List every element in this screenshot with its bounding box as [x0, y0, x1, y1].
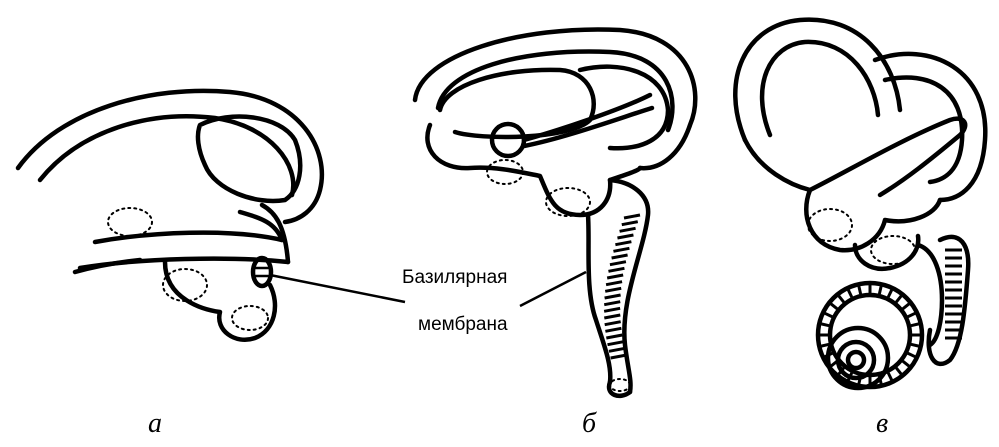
coil-tick: [839, 296, 844, 302]
panel-v-drawing: [735, 20, 985, 388]
coil-tick: [908, 353, 915, 356]
label-leader-line-a: [270, 275, 405, 302]
basilar-tick: [605, 322, 621, 325]
basilar-tick: [620, 228, 636, 231]
basilar-membrane-label-line1: Базилярная: [402, 267, 507, 288]
basilar-tick: [608, 268, 624, 271]
panel-a-caption: а: [148, 408, 162, 439]
coil-tick: [821, 344, 829, 346]
coil-tick: [879, 286, 881, 294]
basilar-tick: [609, 348, 625, 351]
basilar-tick: [624, 215, 640, 218]
basilar-tick: [606, 335, 622, 338]
panel-b-drawing: [415, 29, 695, 395]
basilar-tick: [606, 282, 622, 285]
coil-tick: [911, 324, 919, 326]
basilar-tick: [612, 255, 628, 258]
coil-tick: [879, 376, 881, 384]
basilar-tick: [622, 222, 638, 225]
basilar-tick: [604, 308, 620, 311]
basilar-tick: [604, 302, 620, 305]
basilar-tick: [615, 242, 631, 245]
coil-tick: [903, 361, 909, 366]
basilar-tick: [604, 315, 620, 318]
basilar-tick: [605, 288, 621, 291]
coil-tick: [903, 304, 909, 309]
basilar-tick: [607, 275, 623, 278]
basilar-tick: [605, 295, 621, 298]
coil-tick: [859, 376, 861, 384]
coil-tick: [831, 361, 837, 366]
basilar-tick: [611, 355, 627, 358]
panel-v-caption: в: [876, 408, 888, 439]
coil-tick: [888, 290, 891, 297]
basilar-tick: [610, 262, 626, 265]
panel-a-drawing: [18, 91, 322, 340]
panel-b-basilar-ticks: [604, 215, 640, 358]
coil-tick: [896, 368, 901, 374]
coil-tick: [908, 313, 915, 316]
panel-b-caption: б: [582, 408, 597, 439]
coil-tick: [821, 324, 829, 326]
coil-tick: [911, 344, 919, 346]
basilar-tick: [617, 235, 633, 238]
basilar-tick: [605, 328, 621, 331]
basilar-tick: [613, 248, 629, 251]
panel-v-basilar-ticks: [945, 250, 962, 338]
coil-tick: [848, 290, 851, 297]
coil-tick: [859, 286, 861, 294]
basilar-membrane-label-line2: мембрана: [418, 314, 508, 335]
coil-tick: [825, 313, 832, 316]
basilar-tick: [608, 342, 624, 345]
label-leader-line-b: [520, 272, 586, 306]
coil-tick: [896, 296, 901, 302]
coil-tick: [888, 373, 891, 380]
coil-tick: [831, 304, 837, 309]
